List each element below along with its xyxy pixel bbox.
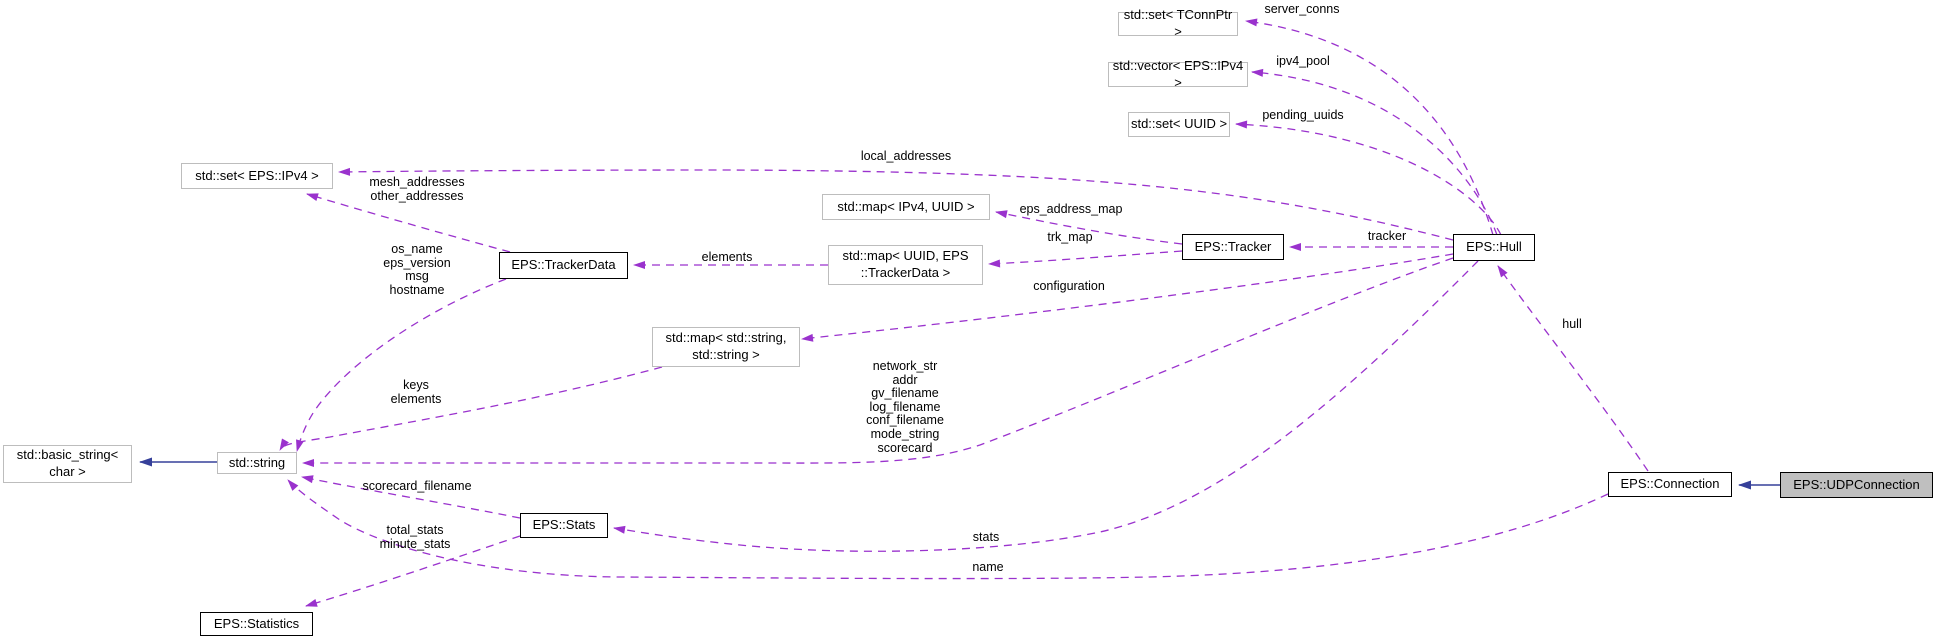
edge-trackerdata-to-mesh-addresses: [306, 193, 511, 253]
edge-label-keys-elements: keys elements: [390, 378, 442, 406]
edge-hull-to-server-conns: [1245, 18, 1494, 236]
edge-label-eps-address-map: eps_address_map: [1019, 202, 1123, 216]
edge-label-mesh-other-addresses: mesh_addresses other_addresses: [369, 175, 465, 203]
edge-label-server-conns: server_conns: [1264, 2, 1340, 16]
edge-label-total-minute-stats: total_stats minute_stats: [379, 523, 451, 551]
node-map-uuid-trackerdata: std::map< UUID, EPS ::TrackerData >: [828, 245, 983, 285]
edge-label-scorecard-filename: scorecard_filename: [362, 479, 472, 493]
edge-label-pending-uuids: pending_uuids: [1262, 108, 1344, 122]
node-basic-string-char: std::basic_string< char >: [3, 445, 132, 483]
edge-hull-to-ipv4-pool: [1251, 68, 1498, 236]
edge-connection-to-hull: [1497, 265, 1649, 472]
edge-label-elements: elements: [701, 250, 753, 264]
edge-hull-to-stats: [613, 260, 1479, 552]
node-eps-udpconnection[interactable]: EPS::UDPConnection: [1780, 472, 1933, 498]
edge-label-ipv4-pool: ipv4_pool: [1276, 54, 1330, 68]
node-eps-tracker[interactable]: EPS::Tracker: [1182, 234, 1284, 260]
edge-label-tracker: tracker: [1367, 229, 1407, 243]
node-std-string: std::string: [217, 452, 297, 474]
node-set-tconnptr: std::set< TConnPtr >: [1118, 7, 1238, 39]
node-eps-hull[interactable]: EPS::Hull: [1453, 234, 1535, 261]
edge-label-trackerdata-strings: os_name eps_version msg hostname: [383, 242, 451, 297]
edge-trackerdata-to-string-osname: [296, 278, 507, 452]
edge-label-configuration: configuration: [1033, 279, 1105, 293]
node-eps-statistics[interactable]: EPS::Statistics: [200, 612, 313, 636]
edge-stats-to-string-scorecard: [301, 475, 521, 519]
edge-hull-to-pending-uuids: [1235, 120, 1502, 236]
edge-map-to-string-keys: [279, 366, 663, 451]
edge-label-stats: stats: [972, 530, 1000, 544]
edge-label-hull-strings: network_str addr gv_filename log_filenam…: [866, 359, 944, 455]
edge-tracker-to-trk-map: [988, 250, 1183, 268]
edge-label-hull: hull: [1562, 317, 1582, 331]
node-set-uuid: std::set< UUID >: [1128, 112, 1230, 137]
node-map-string-string: std::map< std::string, std::string >: [652, 327, 800, 367]
node-eps-stats[interactable]: EPS::Stats: [520, 513, 608, 538]
edge-hull-to-string-network: [302, 257, 1454, 467]
edge-hull-to-configuration: [801, 253, 1454, 342]
edge-stats-to-statistics: [305, 535, 521, 607]
edge-label-trk-map: trk_map: [1047, 230, 1093, 244]
edge-hull-to-local-addresses: [338, 167, 1454, 241]
node-eps-trackerdata[interactable]: EPS::TrackerData: [499, 252, 628, 279]
edge-label-local-addresses: local_addresses: [860, 149, 952, 163]
edge-connection-to-string-name: [287, 479, 1609, 580]
node-vector-eps-ipv4: std::vector< EPS::IPv4 >: [1108, 58, 1248, 90]
node-map-ipv4-uuid: std::map< IPv4, UUID >: [822, 194, 990, 220]
edge-label-name: name: [972, 560, 1004, 574]
node-set-eps-ipv4: std::set< EPS::IPv4 >: [181, 163, 333, 189]
node-eps-connection[interactable]: EPS::Connection: [1608, 472, 1732, 497]
